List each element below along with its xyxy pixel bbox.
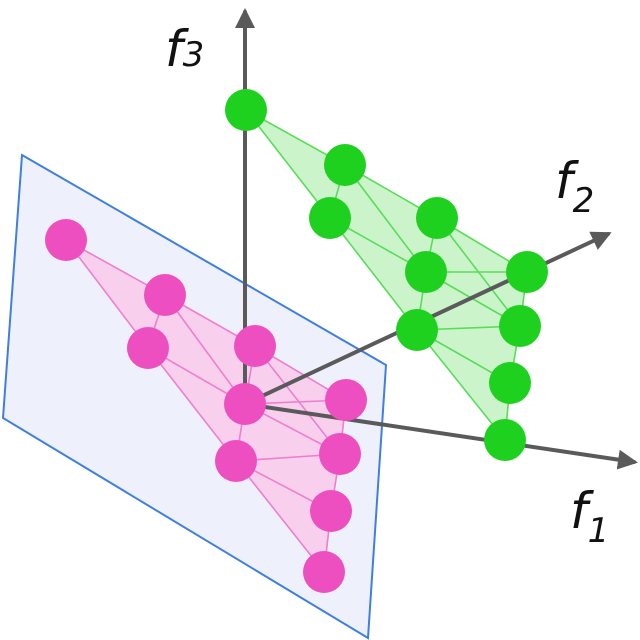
green-nodes [225, 89, 548, 461]
green-edge-outline [245, 109, 528, 443]
green-region [246, 110, 527, 440]
pink-node [319, 433, 361, 475]
green-node [405, 251, 447, 293]
pink-node [215, 440, 257, 482]
green-node [396, 309, 438, 351]
axis-label-f3-index: 3 [183, 35, 205, 75]
axis-label-f1-index: 1 [588, 511, 610, 551]
pink-region [66, 240, 346, 572]
pink-node [325, 379, 367, 421]
green-node [416, 197, 458, 239]
green-node [324, 144, 366, 186]
axis-f1 [243, 402, 638, 470]
pink-node [127, 327, 169, 369]
green-node [225, 89, 267, 131]
pink-node [310, 490, 352, 532]
green-edge [344, 164, 427, 273]
green-node [484, 419, 526, 461]
green-edge [436, 217, 521, 327]
pink-nodes [45, 219, 367, 593]
pink-node [303, 551, 345, 593]
green-node [489, 362, 531, 404]
green-node [309, 197, 351, 239]
green-node [499, 305, 541, 347]
axis-label-f2-index: 2 [573, 181, 595, 221]
pink-node [224, 383, 266, 425]
pink-node [144, 274, 186, 316]
axis-label-f1: f1 [570, 482, 609, 551]
axis-label-f2: f2 [555, 152, 594, 221]
pink-node [234, 325, 276, 367]
axis-label-f3: f3 [165, 20, 204, 78]
pink-edge [164, 294, 246, 405]
pink-node [45, 219, 87, 261]
pink-edge [254, 345, 341, 455]
pink-edge-outline [65, 239, 347, 575]
green-node [506, 251, 548, 293]
